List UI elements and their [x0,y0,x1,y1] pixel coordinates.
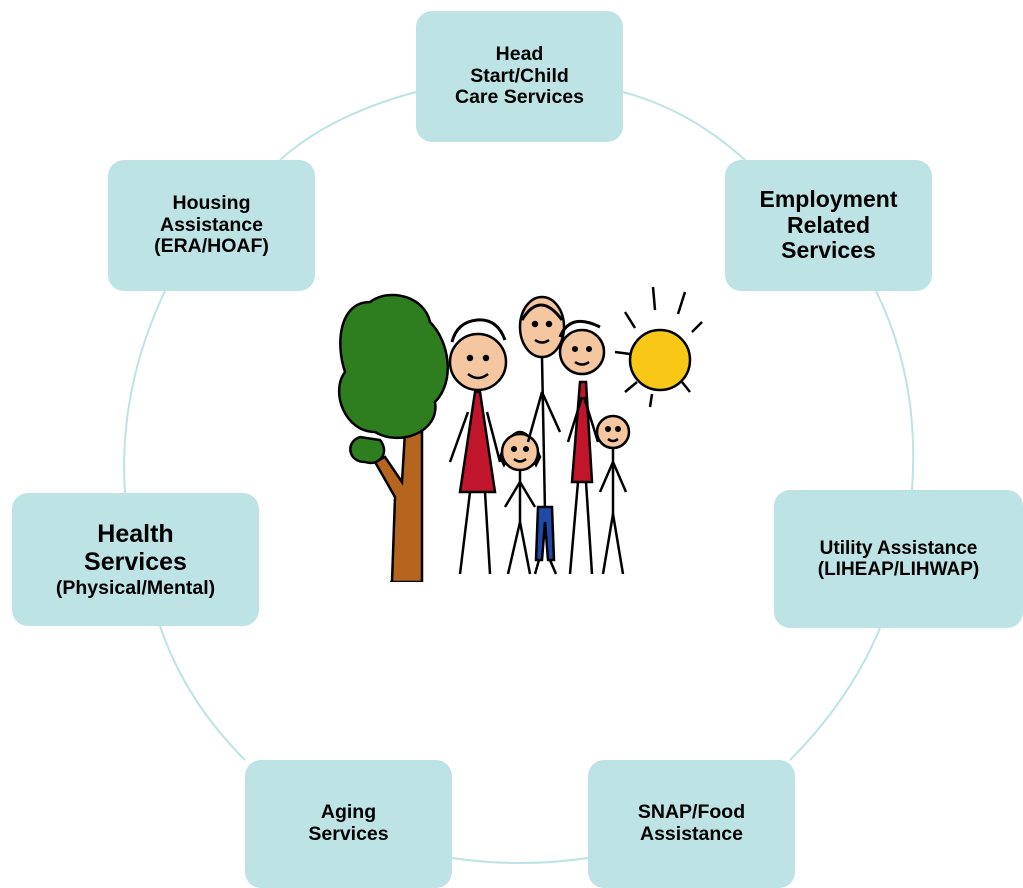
housing-label-line: Assistance [160,213,263,236]
headstart-label-line: Start/Child [470,64,569,87]
housing-label-line: (ERA/HOAF) [154,235,269,258]
utility-label-line: Utility Assistance [819,537,978,559]
node-utility-label: Utility Assistance(LIHEAP/LIHWAP) [818,538,980,581]
headstart-label-line: Head [495,42,544,65]
housing-label-line: Housing [172,191,251,214]
health-label-line: Health [97,519,174,548]
sun-icon [614,286,703,408]
node-health-label-sub: (Physical/Mental) [55,576,216,599]
aging-label-line: Services [308,823,389,845]
father-figure [518,295,566,575]
aging-label-line: Aging [320,801,377,824]
mother-figure [448,318,508,575]
woman-figure [558,319,606,575]
employment-label-line: Related [786,211,871,238]
health-label-line: Services [84,547,187,576]
boy-figure [595,414,631,575]
family-illustration [337,286,703,582]
employment-label-line: Services [781,237,876,264]
snap-label-line: SNAP/Food [637,801,746,824]
utility-label-line: (LIHEAP/LIHWAP) [817,559,980,580]
tree-icon [337,293,449,582]
node-utility-assistance: Utility Assistance(LIHEAP/LIHWAP) [774,490,1023,628]
headstart-label-line: Care Services [454,86,585,109]
snap-label-line: Assistance [640,823,743,845]
girl-figure [498,430,542,575]
employment-label-line: Employment [759,185,898,212]
